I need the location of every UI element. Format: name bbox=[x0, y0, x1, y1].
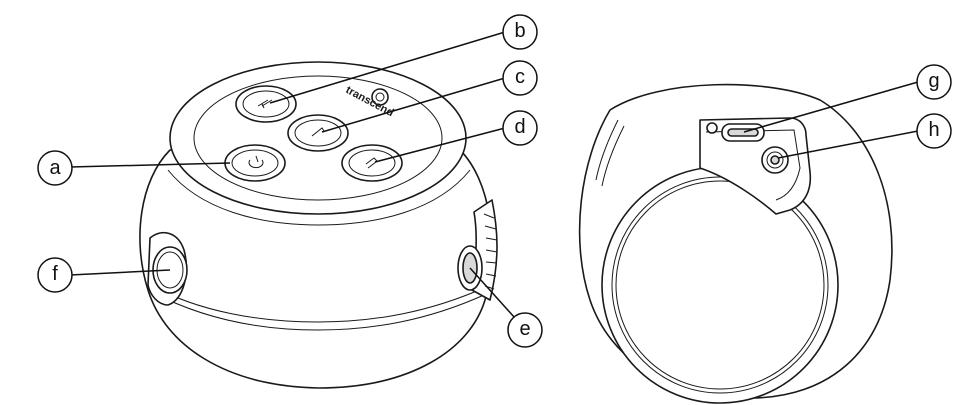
side-notch bbox=[595, 119, 625, 187]
callout-c: c bbox=[502, 60, 538, 96]
screw bbox=[706, 122, 718, 134]
port-recess-floor bbox=[705, 129, 801, 201]
base-ring-outer bbox=[601, 166, 839, 404]
leader-h bbox=[777, 130, 919, 159]
base-ring-core bbox=[615, 180, 825, 390]
callout-a: a bbox=[37, 150, 73, 186]
callout-a-label: a bbox=[49, 157, 61, 179]
callout-g: g bbox=[916, 64, 952, 100]
speaker-front-view: transcend bbox=[139, 61, 498, 389]
top-plate-inner bbox=[193, 75, 443, 201]
leader-a bbox=[69, 162, 231, 168]
leader-c bbox=[321, 77, 506, 133]
callout-f-label: f bbox=[52, 263, 58, 285]
leader-lines bbox=[69, 31, 919, 319]
body-seam bbox=[149, 284, 487, 323]
mode-icon bbox=[365, 157, 379, 169]
button-a bbox=[224, 144, 286, 182]
leader-b bbox=[269, 31, 506, 104]
leader-d bbox=[374, 127, 506, 163]
play-icon bbox=[311, 127, 325, 137]
bluetooth-icon bbox=[257, 99, 273, 109]
callout-e: e bbox=[507, 312, 543, 348]
callout-e-label: e bbox=[519, 318, 530, 340]
port-recess bbox=[699, 117, 812, 215]
callout-b-label: b bbox=[514, 20, 525, 42]
body-seam-inner bbox=[151, 291, 485, 331]
grille-e bbox=[457, 199, 498, 301]
button-b bbox=[235, 85, 297, 123]
callout-h: h bbox=[916, 113, 952, 149]
button-d bbox=[341, 144, 403, 182]
callout-g-label: g bbox=[928, 70, 939, 92]
callout-d: d bbox=[502, 110, 538, 146]
speaker-bottom-view bbox=[578, 83, 893, 404]
callout-f: f bbox=[37, 257, 73, 293]
usb-c-port-g bbox=[721, 123, 765, 142]
dc-jack-h bbox=[761, 146, 789, 174]
leader-f bbox=[69, 269, 171, 276]
leader-e bbox=[469, 267, 516, 319]
callout-b: b bbox=[502, 14, 538, 50]
top-shoulder bbox=[167, 169, 471, 226]
button-c bbox=[287, 114, 349, 152]
power-icon bbox=[248, 159, 264, 169]
callout-c-label: c bbox=[515, 66, 525, 88]
port-f bbox=[147, 231, 188, 306]
callout-d-label: d bbox=[514, 116, 525, 138]
callout-h-label: h bbox=[928, 119, 939, 141]
leader-g bbox=[743, 81, 919, 133]
